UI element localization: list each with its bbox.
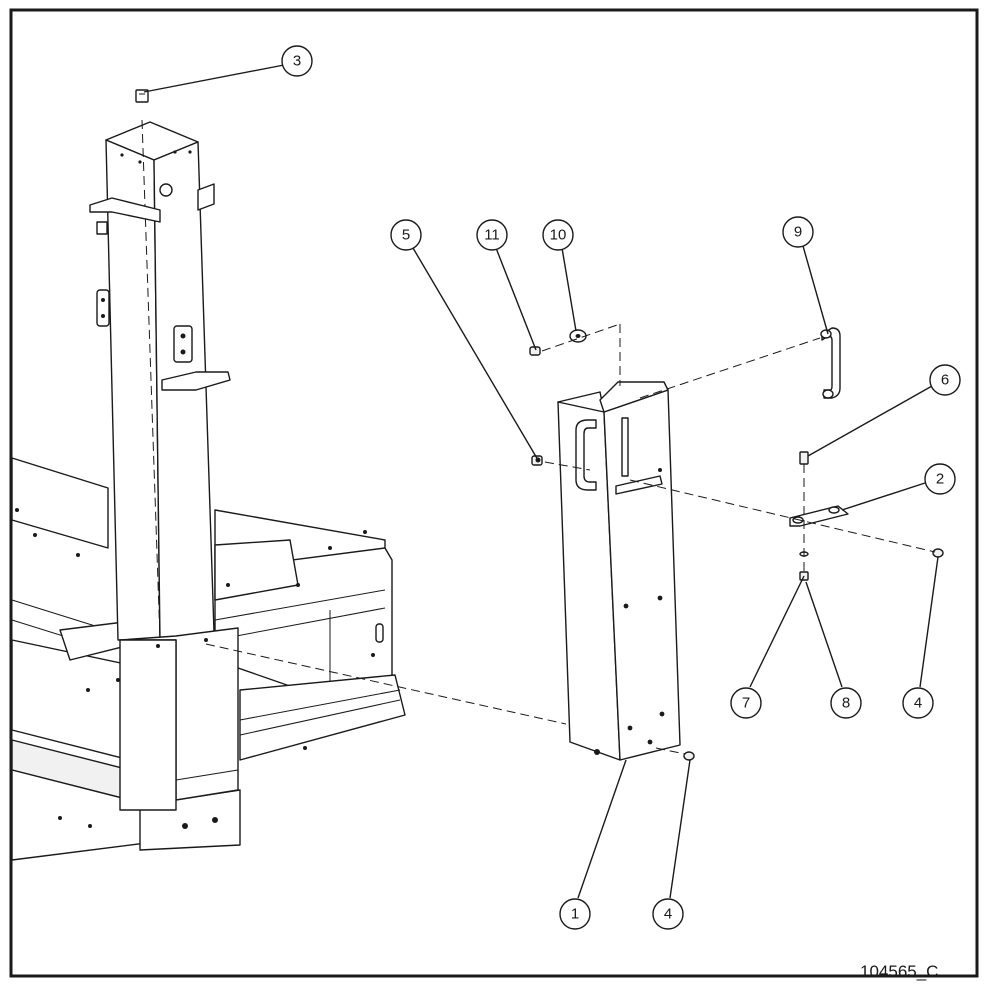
- svg-text:11: 11: [484, 227, 500, 244]
- post-side-plate: [96, 289, 110, 327]
- panel-upper-slot: [621, 417, 629, 477]
- callout-9: 9: [782, 216, 814, 248]
- callout-3: 3: [281, 45, 313, 77]
- post-upper-tab: [89, 197, 161, 223]
- vertical-post: [89, 119, 239, 811]
- svg-text:2: 2: [936, 471, 944, 488]
- callout-6: 6: [929, 364, 961, 396]
- svg-text:6: 6: [941, 372, 949, 389]
- svg-text:4: 4: [664, 906, 672, 923]
- callout-8: 8: [830, 687, 862, 719]
- post-top-clip: [135, 89, 149, 103]
- bracket-panel: [557, 381, 681, 761]
- svg-text:4: 4: [914, 695, 922, 712]
- svg-text:9: 9: [794, 224, 802, 241]
- post-sleeve-side: [119, 639, 177, 811]
- post-bolt-hole: [159, 183, 173, 197]
- leader-lines: [143, 64, 939, 899]
- post-clip-left: [96, 221, 108, 235]
- callout-7: 7: [730, 687, 762, 719]
- screw-lower: [683, 751, 695, 761]
- panel-mid-slot: [615, 475, 663, 495]
- callout-1: 1: [559, 898, 591, 930]
- callout-balloons: 3 5 11 10 9 6 2 7: [281, 45, 961, 930]
- screw-right: [932, 548, 944, 558]
- svg-text:7: 7: [742, 695, 750, 712]
- callout-5: 5: [390, 219, 422, 251]
- frame-slot: [375, 623, 384, 643]
- callout-10: 10: [542, 219, 574, 251]
- svg-text:1: 1: [571, 906, 579, 923]
- chassis-frame: [11, 457, 406, 861]
- frame-back-panel-left: [11, 457, 109, 549]
- callout-11: 11: [476, 219, 508, 251]
- panel-handle: [575, 419, 597, 491]
- panel-top-edge: [599, 381, 669, 413]
- callout-4-lower: 4: [652, 898, 684, 930]
- drawing-number: 104565_C: [860, 962, 939, 981]
- callout-2: 2: [924, 463, 956, 495]
- handle: [820, 327, 841, 399]
- svg-text:5: 5: [402, 227, 410, 244]
- callout-4-right: 4: [902, 687, 934, 719]
- post-right-tab: [197, 183, 215, 211]
- bolt: [799, 451, 809, 465]
- post-mount-plate: [173, 325, 193, 363]
- svg-text:10: 10: [550, 227, 567, 244]
- frame-floor-plate: [239, 674, 406, 761]
- post-mid-tab: [161, 371, 231, 391]
- assembly-lines: [205, 323, 936, 755]
- svg-text:3: 3: [293, 53, 301, 70]
- svg-text:8: 8: [842, 695, 850, 712]
